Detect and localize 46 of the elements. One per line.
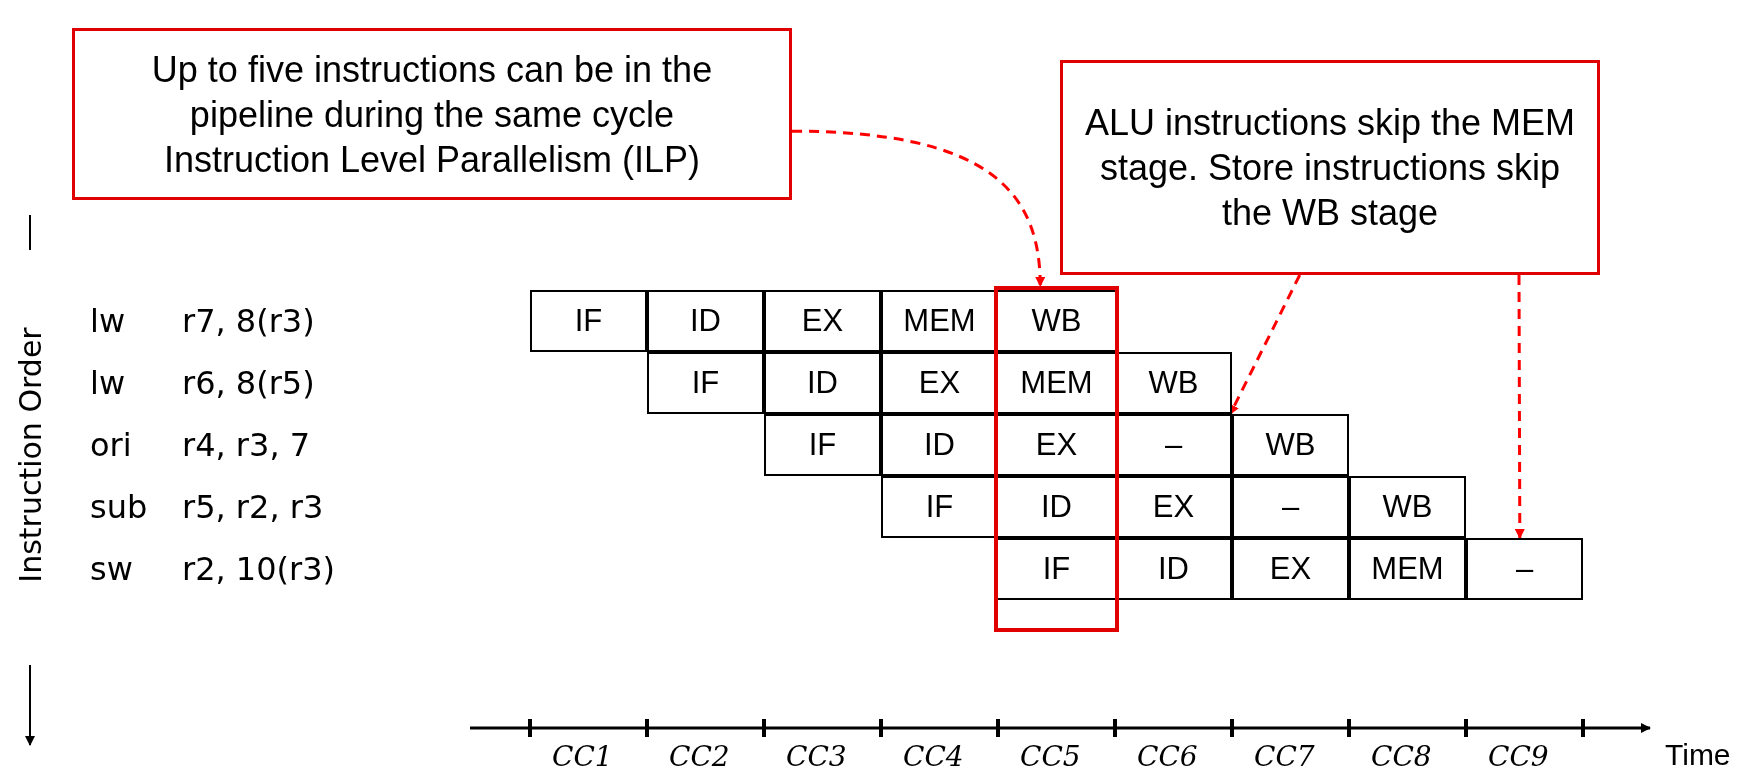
callout-text: ALU instructions skip the MEM stage. Store instructions skip the WB stage bbox=[1083, 101, 1577, 235]
stage-cell: WB bbox=[998, 290, 1115, 352]
stage-cell: ID bbox=[764, 352, 881, 414]
stage-cell: IF bbox=[647, 352, 764, 414]
instruction-mnemonic: lw bbox=[90, 302, 126, 340]
axis-label: Time bbox=[1665, 738, 1731, 772]
stage-cell: EX bbox=[1232, 538, 1349, 600]
stage-cell: IF bbox=[530, 290, 647, 352]
stage-cell: WB bbox=[1349, 476, 1466, 538]
stage-cell: MEM bbox=[1349, 538, 1466, 600]
axis-title: Instruction Order bbox=[12, 327, 48, 583]
instruction-mnemonic: lw bbox=[90, 364, 126, 402]
stage-cell: IF bbox=[998, 538, 1115, 600]
stage-cell: WB bbox=[1232, 414, 1349, 476]
clock-cycle-label: CC5 bbox=[1020, 740, 1081, 773]
clock-cycle-label: CC6 bbox=[1137, 740, 1198, 773]
instruction-operands: r7, 8(r3) bbox=[182, 302, 315, 340]
stage-cell: MEM bbox=[998, 352, 1115, 414]
instruction-operands: r2, 10(r3) bbox=[182, 550, 336, 588]
stage-cell: ID bbox=[998, 476, 1115, 538]
clock-cycle-label: CC9 bbox=[1488, 740, 1549, 773]
clock-cycle-label: CC4 bbox=[903, 740, 964, 773]
callout-box bbox=[1060, 60, 1600, 275]
instruction-mnemonic: ori bbox=[90, 426, 132, 464]
clock-cycle-label: CC8 bbox=[1371, 740, 1432, 773]
instruction-operands: r6, 8(r5) bbox=[182, 364, 315, 402]
callout-text: Up to five instructions can be in the pipeline during the same cycle bbox=[150, 47, 714, 137]
instruction-mnemonic: sub bbox=[90, 488, 148, 526]
clock-cycle-label: CC7 bbox=[1254, 740, 1315, 773]
instruction-operands: r4, r3, 7 bbox=[182, 426, 311, 464]
stage-cell: ID bbox=[647, 290, 764, 352]
stage-cell: – bbox=[1466, 538, 1583, 600]
clock-cycle-label: CC2 bbox=[669, 740, 730, 773]
instruction-operands: r5, r2, r3 bbox=[182, 488, 324, 526]
callout-box bbox=[72, 28, 792, 200]
stage-cell: IF bbox=[764, 414, 881, 476]
clock-cycle-label: CC3 bbox=[786, 740, 847, 773]
dashed-arrow bbox=[1514, 275, 1525, 539]
stage-cell: – bbox=[1232, 476, 1349, 538]
highlight-frame bbox=[994, 286, 1119, 632]
callout-text: Instruction Level Parallelism (ILP) bbox=[163, 137, 701, 182]
stage-cell: EX bbox=[998, 414, 1115, 476]
dashed-arrow bbox=[791, 129, 1045, 287]
clock-cycle-label: CC1 bbox=[552, 740, 613, 773]
instruction-mnemonic: sw bbox=[90, 550, 133, 588]
stage-cell: EX bbox=[764, 290, 881, 352]
